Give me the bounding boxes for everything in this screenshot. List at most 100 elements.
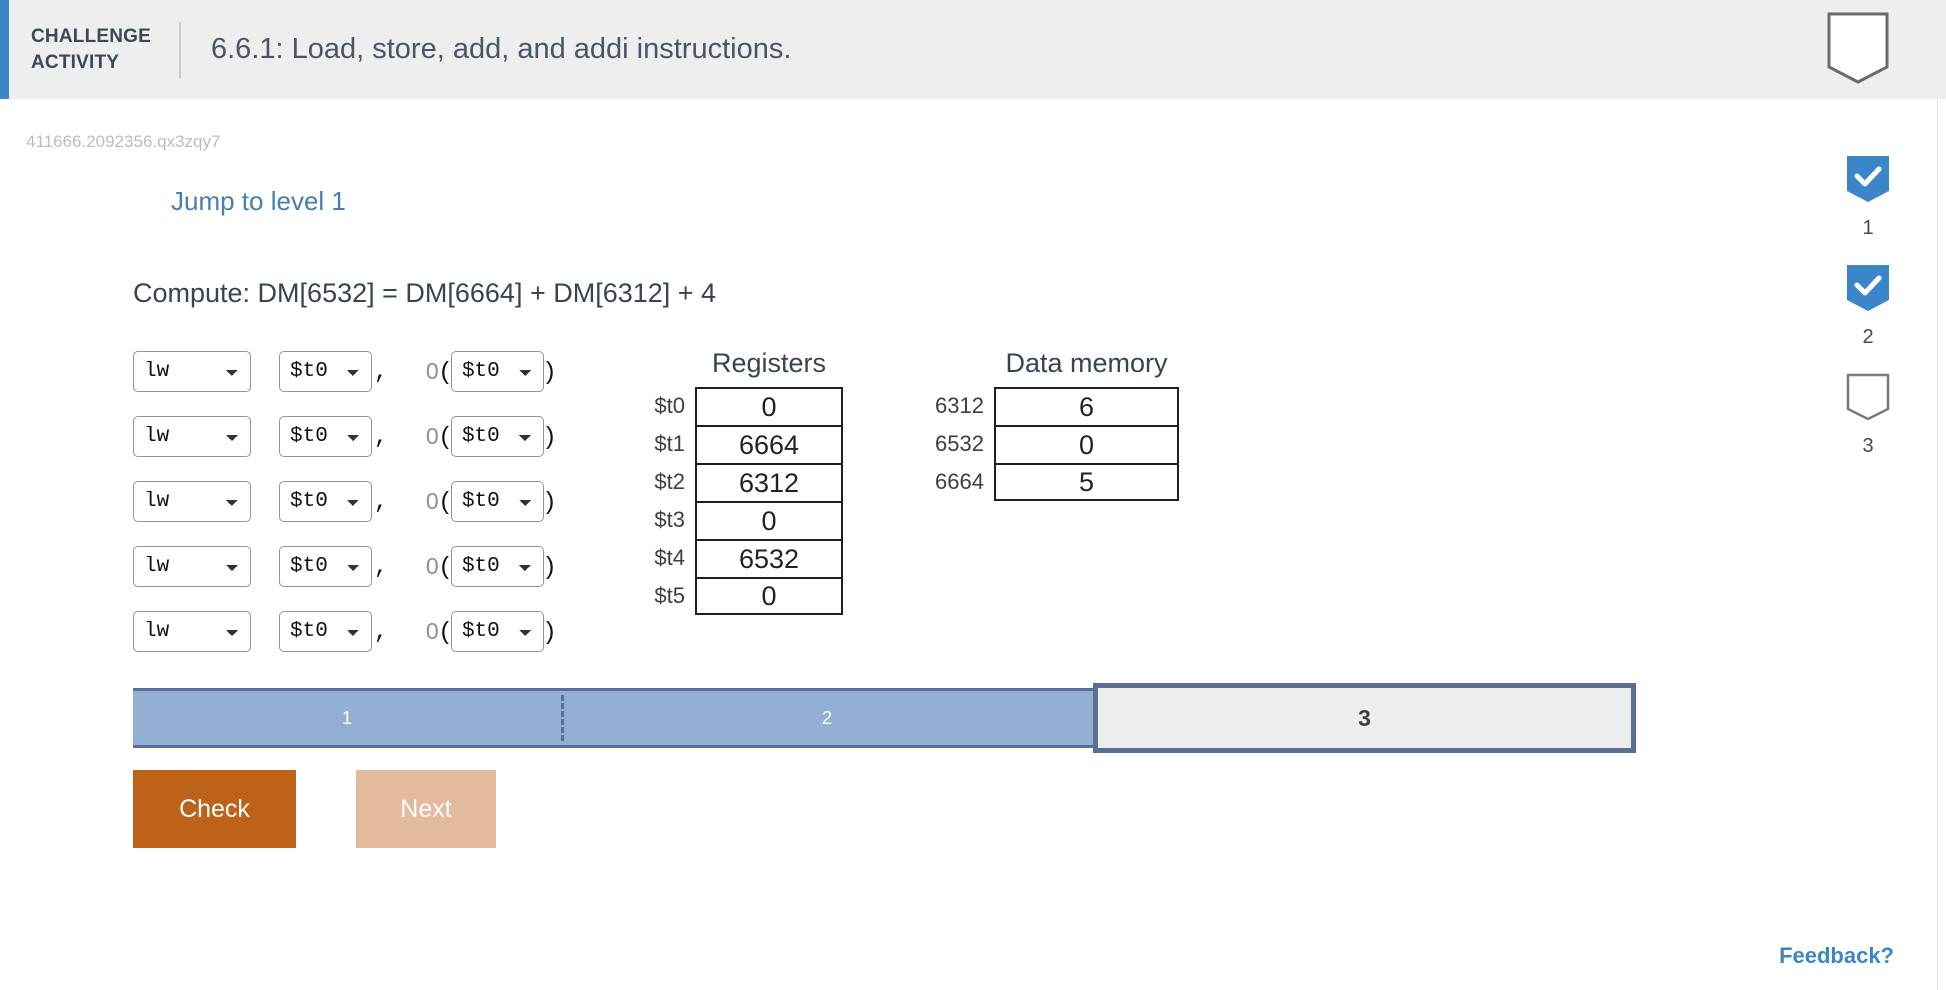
page-title: 6.6.1: Load, store, add, and addi instru…: [211, 33, 792, 65]
instruction-row: lw $t0 , 0 ( $t0 ): [133, 480, 556, 523]
shield-outline-icon: [1846, 373, 1890, 428]
header-divider: [179, 21, 181, 78]
instruction-row: lw $t0 , 0 ( $t0 ): [133, 545, 556, 588]
rail-divider: [1937, 99, 1938, 990]
rd-register-select-4[interactable]: $t0: [279, 546, 372, 587]
progress-segment-2[interactable]: 2: [561, 688, 1093, 748]
rd-register-select-1[interactable]: $t0: [279, 351, 372, 392]
opcode-select-5[interactable]: lw: [133, 611, 251, 652]
rs-register-select-3[interactable]: $t0: [450, 481, 544, 522]
open-paren: (: [440, 552, 449, 580]
register-value: 0: [695, 387, 843, 425]
table-row: 6532 0: [920, 425, 1179, 463]
shield-outline-icon: [1826, 11, 1890, 90]
table-row: $t3 0: [643, 501, 843, 539]
level-number: 3: [1862, 435, 1874, 457]
table-row: $t1 6664: [643, 425, 843, 463]
memory-address: 6312: [935, 393, 984, 418]
rd-register-select-2[interactable]: $t0: [279, 416, 372, 457]
close-paren: ): [545, 552, 555, 580]
open-paren: (: [440, 357, 449, 385]
level-indicator-3[interactable]: 3: [1822, 373, 1914, 458]
comma-separator: ,: [374, 358, 388, 385]
register-value: 6532: [695, 539, 843, 577]
memory-address: 6664: [935, 469, 984, 494]
memory-value: 0: [994, 425, 1179, 463]
register-label: $t3: [654, 507, 685, 532]
registers-table: Registers $t0 0 $t1 6664 $t2 6312 $t3 0 …: [643, 348, 843, 615]
offset-value-4[interactable]: 0: [425, 553, 439, 579]
close-paren: ): [545, 357, 555, 385]
offset-value-1[interactable]: 0: [425, 358, 439, 384]
rs-register-select-2[interactable]: $t0: [450, 416, 544, 457]
offset-value-3[interactable]: 0: [425, 488, 439, 514]
header-kicker-line1: CHALLENGE: [31, 25, 152, 47]
register-label: $t0: [654, 393, 685, 418]
compute-prompt: Compute: DM[6532] = DM[6664] + DM[6312] …: [133, 278, 717, 308]
close-paren: ): [545, 422, 555, 450]
next-button[interactable]: Next: [356, 770, 496, 848]
progress-bar: 1 2 3: [133, 683, 1736, 753]
instruction-row: lw $t0 , 0 ( $t0 ): [133, 415, 556, 458]
shield-check-icon: [1846, 264, 1890, 319]
shield-check-icon: [1846, 155, 1890, 210]
level-indicator-2[interactable]: 2: [1822, 264, 1914, 349]
level-number: 2: [1862, 326, 1874, 348]
activity-header: CHALLENGE ACTIVITY 6.6.1: Load, store, a…: [0, 0, 1946, 99]
open-paren: (: [440, 487, 449, 515]
register-label: $t2: [654, 469, 685, 494]
rs-register-select-4[interactable]: $t0: [450, 546, 544, 587]
table-row: 6312 6: [920, 387, 1179, 425]
comma-separator: ,: [374, 553, 388, 580]
rs-register-select-5[interactable]: $t0: [450, 611, 544, 652]
opcode-select-4[interactable]: lw: [133, 546, 251, 587]
rd-register-select-3[interactable]: $t0: [279, 481, 372, 522]
opcode-select-2[interactable]: lw: [133, 416, 251, 457]
jump-to-level-link[interactable]: Jump to level 1: [171, 186, 346, 216]
progress-segment-3[interactable]: 3: [1093, 683, 1636, 753]
open-paren: (: [440, 617, 449, 645]
comma-separator: ,: [374, 423, 388, 450]
table-row: 6664 5: [920, 463, 1179, 501]
memory-value: 5: [994, 463, 1179, 501]
header-kicker: CHALLENGE ACTIVITY: [31, 24, 151, 75]
offset-value-2[interactable]: 0: [425, 423, 439, 449]
data-memory-table: Data memory 6312 6 6532 0 6664 5: [920, 348, 1179, 501]
action-buttons: Check Next: [133, 770, 496, 848]
memory-address: 6532: [935, 431, 984, 456]
register-label: $t4: [654, 545, 685, 570]
registers-title: Registers: [711, 348, 827, 378]
feedback-link[interactable]: Feedback?: [1779, 943, 1894, 968]
activity-id: 411666.2092356.qx3zqy7: [26, 132, 221, 151]
register-label: $t5: [654, 583, 685, 608]
level-rail: 1 2 3: [1822, 155, 1914, 482]
opcode-select-1[interactable]: lw: [133, 351, 251, 392]
register-value: 6664: [695, 425, 843, 463]
progress-segment-1[interactable]: 1: [133, 688, 561, 748]
rs-register-select-1[interactable]: $t0: [450, 351, 544, 392]
comma-separator: ,: [374, 488, 388, 515]
comma-separator: ,: [374, 618, 388, 645]
table-row: $t4 6532: [643, 539, 843, 577]
instruction-row: lw $t0 , 0 ( $t0 ): [133, 610, 556, 653]
data-memory-title: Data memory: [1005, 348, 1168, 378]
memory-value: 6: [994, 387, 1179, 425]
close-paren: ): [545, 487, 555, 515]
check-button[interactable]: Check: [133, 770, 296, 848]
instruction-row: lw $t0 , 0 ( $t0 ): [133, 350, 556, 393]
rd-register-select-5[interactable]: $t0: [279, 611, 372, 652]
register-value: 0: [695, 501, 843, 539]
header-accent-bar: [0, 0, 9, 99]
header-kicker-line2: ACTIVITY: [31, 51, 120, 73]
level-indicator-1[interactable]: 1: [1822, 155, 1914, 240]
register-label: $t1: [654, 431, 685, 456]
instruction-editor: lw $t0 , 0 ( $t0 ) lw $t0 , 0 ( $t0 ) lw…: [133, 350, 556, 675]
level-number: 1: [1862, 217, 1874, 239]
register-value: 6312: [695, 463, 843, 501]
close-paren: ): [545, 617, 555, 645]
opcode-select-3[interactable]: lw: [133, 481, 251, 522]
register-value: 0: [695, 577, 843, 615]
open-paren: (: [440, 422, 449, 450]
offset-value-5[interactable]: 0: [425, 618, 439, 644]
